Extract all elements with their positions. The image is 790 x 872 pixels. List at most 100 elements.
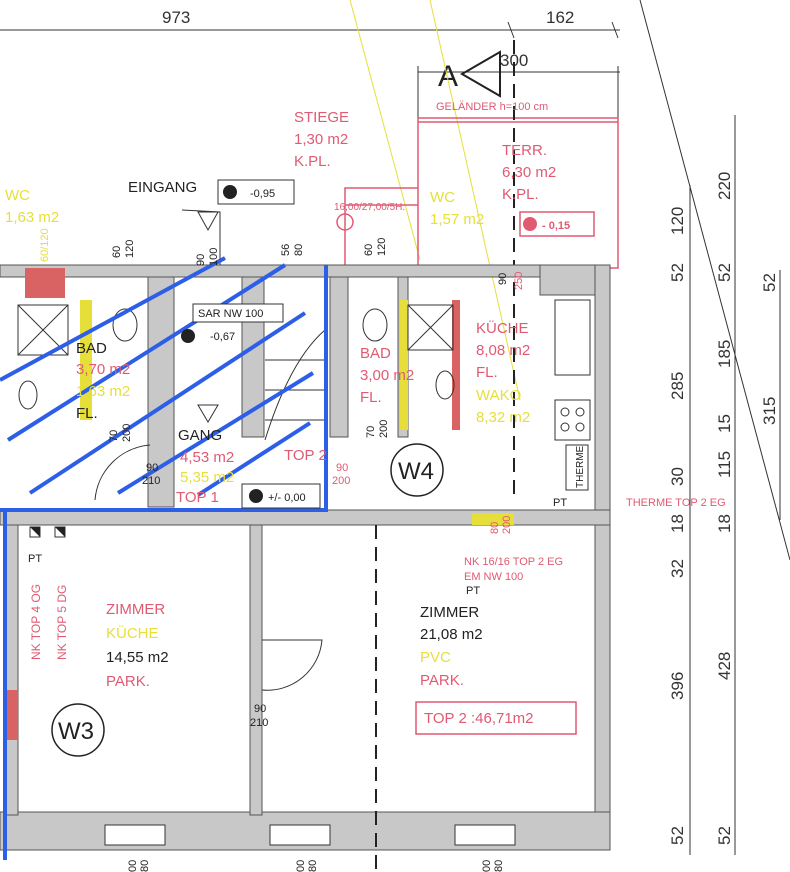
svg-text:120: 120: [668, 207, 687, 235]
gang-level-mid: -0,67: [210, 331, 235, 343]
svg-text:52: 52: [715, 826, 734, 845]
svg-text:200: 200: [332, 475, 350, 487]
room-left-alt: KÜCHE: [106, 624, 159, 642]
nk-top5: NK TOP 5 DG: [55, 585, 69, 660]
svg-text:A: A: [438, 60, 458, 93]
bad-left-name: BAD: [76, 340, 107, 357]
gang-area: 4,53 m2: [180, 449, 234, 466]
svg-text:80: 80: [293, 244, 305, 256]
bad-right-floor: FL.: [360, 389, 382, 406]
svg-text:115: 115: [715, 451, 734, 478]
stair-floor: K.PL.: [294, 153, 331, 170]
svg-text:52: 52: [668, 826, 687, 845]
level-marker-icon: [523, 217, 537, 231]
svg-text:80: 80: [139, 860, 151, 872]
nk-marker-icon: [29, 526, 66, 538]
svg-text:100: 100: [208, 248, 220, 266]
svg-text:00: 00: [481, 860, 493, 872]
terrace-name: TERR.: [502, 142, 547, 159]
svg-text:200: 200: [378, 420, 390, 438]
window-marker-w4: W4: [390, 443, 444, 497]
bad-right-area: 3,00 m2: [360, 367, 414, 384]
gang-level: +/- 0,00: [268, 492, 306, 504]
svg-text:396: 396: [668, 672, 687, 700]
wc-left-area: 1,63 m2: [5, 209, 59, 226]
room-right-floor: PARK.: [420, 672, 464, 689]
fixtures: [17, 209, 591, 691]
svg-text:56: 56: [280, 244, 292, 256]
svg-text:200: 200: [501, 516, 513, 534]
svg-text:120: 120: [376, 238, 388, 256]
room-left-floor: PARK.: [106, 673, 150, 690]
bad-left-floor: FL.: [76, 405, 98, 422]
wc-right-name: WC: [430, 189, 455, 206]
nk-top4: NK TOP 4 OG: [29, 584, 43, 660]
entrance-arrow-icon: [197, 211, 219, 232]
svg-text:W3: W3: [58, 718, 94, 745]
kitchen-alt-name: WAKO: [476, 387, 521, 404]
gang-area2: 5,35 m2: [180, 469, 234, 486]
terrace-railing: GELÄNDER h=100 cm: [436, 101, 548, 113]
svg-text:210: 210: [250, 717, 268, 729]
svg-text:90: 90: [195, 254, 207, 266]
svg-text:52: 52: [668, 263, 687, 282]
svg-text:428: 428: [715, 652, 734, 680]
svg-text:210: 210: [142, 475, 160, 487]
room-right-nk: NK 16/16 TOP 2 EG: [464, 556, 563, 568]
room-right-alt: PVC: [420, 649, 451, 666]
terrace-floor: K.PL.: [502, 186, 539, 203]
svg-text:32: 32: [668, 559, 687, 578]
room-right-em: EM NW 100: [464, 571, 523, 583]
stair-arrow-icon: [197, 404, 219, 423]
gang-top2: TOP 2: [284, 447, 327, 464]
terrace-level: - 0,15: [542, 220, 570, 232]
total-area-badge: TOP 2 :46,71m2: [424, 710, 534, 727]
gang-top1: TOP 1: [176, 489, 219, 506]
svg-text:60: 60: [111, 246, 123, 258]
bad-left-area2: 1,63 m2: [76, 383, 130, 400]
room-left-name: ZIMMER: [106, 601, 165, 618]
wc-left-name: WC: [5, 187, 30, 204]
right-dimensions: 120 52 285 30 18 32 396 52 220 52 185 15…: [668, 172, 779, 845]
right-dimension-lines: [689, 115, 781, 855]
door-dimensions: 60 120 90 100 56 80 60 120 70 200 70 200…: [108, 238, 525, 872]
dim-right: 162: [546, 8, 574, 27]
svg-text:52: 52: [760, 273, 779, 292]
bad-right-name: BAD: [360, 345, 391, 362]
level-marker-icon: [181, 329, 195, 343]
stair-area: 1,30 m2: [294, 131, 348, 148]
svg-text:60: 60: [363, 244, 375, 256]
svg-text:220: 220: [715, 172, 734, 200]
window-marker-w3: W3: [51, 703, 105, 757]
svg-text:90: 90: [254, 703, 266, 715]
therme-top2-label: THERME TOP 2 EG: [626, 497, 726, 509]
stair-name: STIEGE: [294, 109, 349, 126]
level-marker-icon: [223, 185, 237, 199]
therme-label: THERME: [575, 445, 586, 488]
svg-text:250: 250: [513, 272, 525, 290]
svg-text:18: 18: [668, 514, 687, 533]
room-right-pt: PT: [466, 585, 480, 597]
wc-left-door-dims: 60/120: [39, 228, 51, 262]
svg-text:120: 120: [124, 240, 136, 258]
kitchen-alt-area: 8,32 m2: [476, 409, 530, 426]
bad-left-area: 3,70 m2: [76, 361, 130, 378]
kitchen-area: 8,08 m2: [476, 342, 530, 359]
dim-terrace: 300: [500, 51, 528, 70]
svg-text:00: 00: [295, 860, 307, 872]
svg-text:30: 30: [668, 467, 687, 486]
room-right-area: 21,08 m2: [420, 626, 483, 643]
room-right-name: ZIMMER: [420, 604, 479, 621]
svg-text:90: 90: [336, 462, 348, 474]
entrance-name: EINGANG: [128, 179, 197, 196]
svg-text:90: 90: [146, 462, 158, 474]
wc-right-area: 1,57 m2: [430, 211, 484, 228]
gang-name: GANG: [178, 427, 222, 444]
svg-text:W4: W4: [398, 458, 434, 485]
dim-overall: 973: [162, 8, 190, 27]
sar-label: SAR NW 100: [198, 308, 263, 320]
terrace-area: 6,30 m2: [502, 164, 556, 181]
svg-text:15: 15: [715, 414, 734, 433]
svg-text:200: 200: [121, 424, 133, 442]
